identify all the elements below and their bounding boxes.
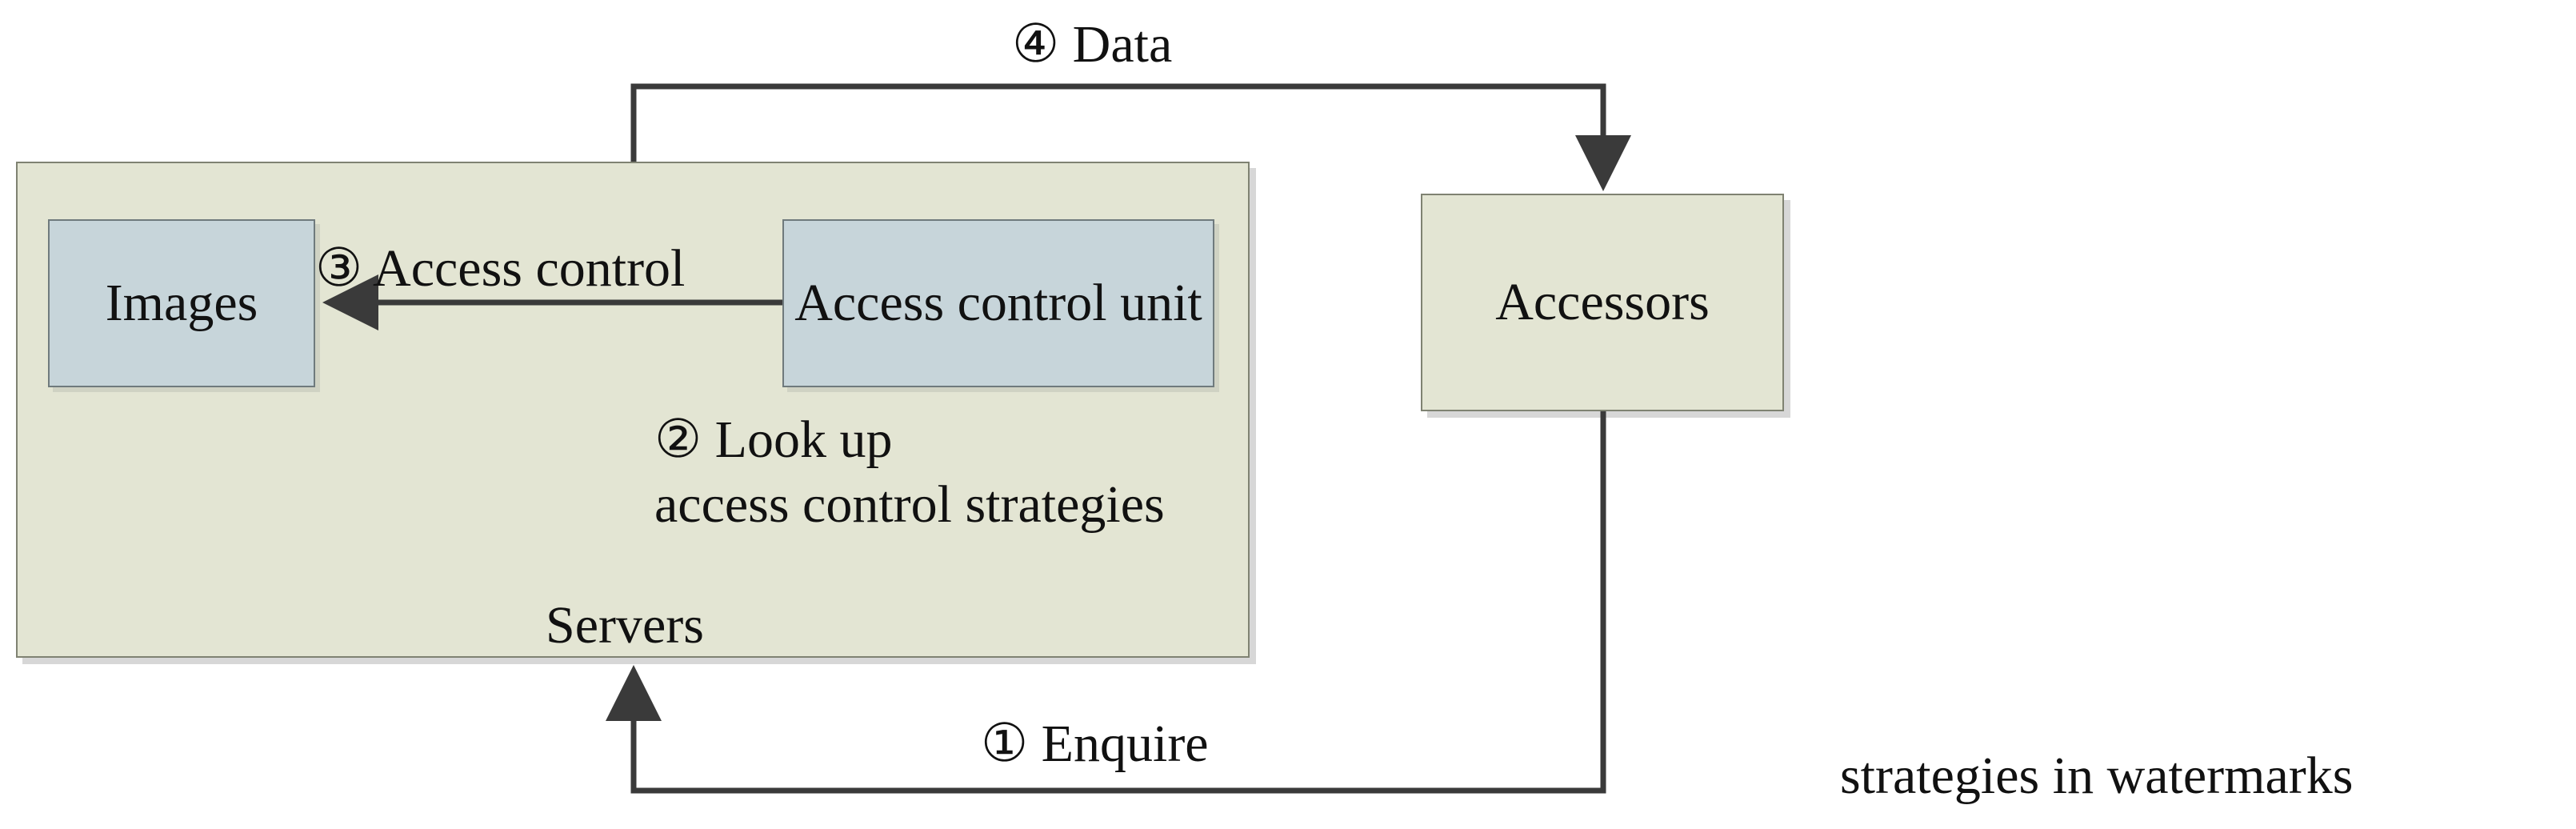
caption-text: strategies in watermarks <box>1840 747 2354 805</box>
accessors-label: Accessors <box>1495 272 1710 331</box>
images-box: Images <box>48 219 315 387</box>
lookup-line-2: access control strategies <box>654 475 1165 534</box>
lookup-edge-label: ② Look up access control strategies <box>654 408 1165 537</box>
servers-label: Servers <box>546 596 704 655</box>
lookup-line-1: ② Look up <box>654 410 893 469</box>
data-edge-label: ④ Data <box>1012 15 1173 74</box>
enquire-edge-label: ① Enquire <box>981 715 1209 773</box>
access-control-unit-label: Access control unit <box>794 273 1202 332</box>
access-control-edge-label: ③ Access control <box>315 239 686 298</box>
access-control-unit-box: Access control unit <box>782 219 1214 387</box>
images-label: Images <box>105 273 258 332</box>
accessors-box: Accessors <box>1421 194 1784 411</box>
